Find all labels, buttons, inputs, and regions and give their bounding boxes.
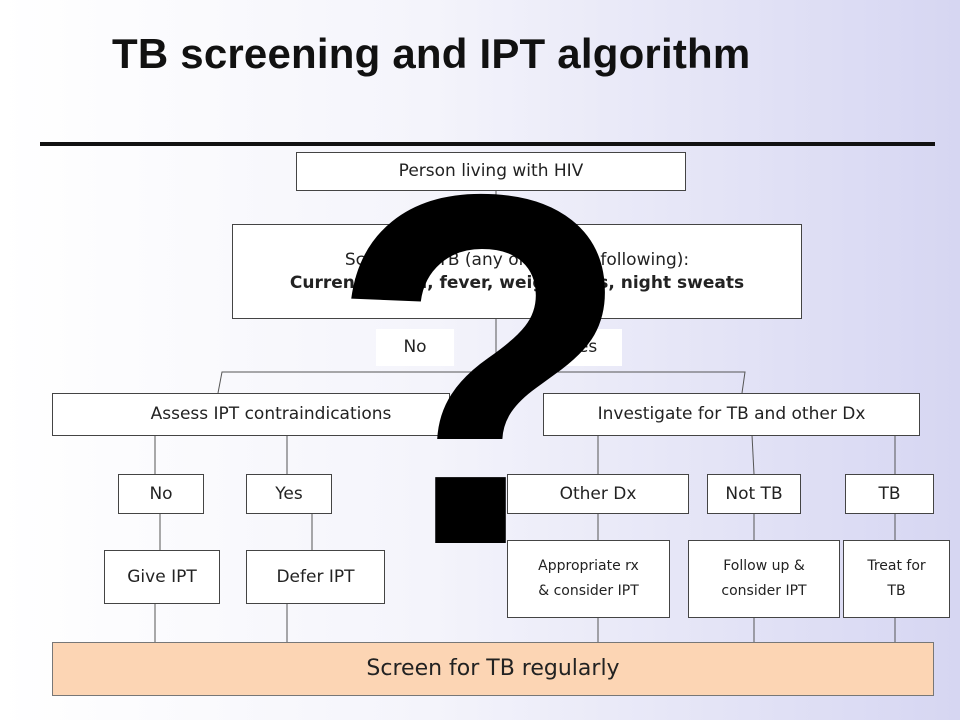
node-person-living-with-hiv: Person living with HIV (296, 152, 686, 191)
title-divider (40, 142, 935, 146)
node-label-line2: & consider IPT (538, 583, 639, 599)
node-label: Other Dx (559, 483, 637, 504)
node-label-line2: consider IPT (721, 583, 807, 599)
node-other-dx: Other Dx (507, 474, 689, 514)
node-appropriate-rx: Appropriate rx & consider IPT (507, 540, 670, 618)
branch-label-text: Yes (569, 337, 598, 358)
node-defer-ipt: Defer IPT (246, 550, 385, 604)
node-screen-for-tb-regularly: Screen for TB regularly (52, 642, 934, 696)
node-label-line1: Screen for TB (any one of the following)… (344, 249, 690, 270)
node-label-line1: Appropriate rx (538, 557, 639, 574)
branch-label-text: No (403, 337, 427, 358)
node-label: Defer IPT (276, 566, 355, 587)
page-title: TB screening and IPT algorithm (112, 30, 751, 77)
node-assess-ipt-contraindications: Assess IPT contraindications (52, 393, 450, 436)
node-label-line1: Treat for (867, 557, 926, 574)
node-label: Not TB (725, 483, 783, 504)
node-investigate-for-tb: Investigate for TB and other Dx (543, 393, 920, 436)
node-label: Assess IPT contraindications (150, 404, 392, 425)
node-label-line2: Current cough, fever, weight loss, night… (289, 272, 745, 293)
node-give-ipt: Give IPT (104, 550, 220, 604)
node-assess-no: No (118, 474, 204, 514)
node-not-tb: Not TB (707, 474, 801, 514)
node-label: Give IPT (127, 566, 197, 587)
node-label: Investigate for TB and other Dx (597, 404, 866, 425)
question-mark-overlay: ? (328, 90, 634, 649)
node-label: Person living with HIV (398, 161, 584, 182)
node-follow-up: Follow up & consider IPT (688, 540, 840, 618)
node-tb: TB (845, 474, 934, 514)
node-label: No (149, 483, 173, 504)
node-label: Screen for TB regularly (366, 656, 620, 682)
node-assess-yes: Yes (246, 474, 332, 514)
node-label-line1: Follow up & (723, 557, 805, 574)
branch-label-yes: Yes (545, 329, 622, 366)
node-label-line2: TB (887, 583, 906, 599)
branch-label-no: No (376, 329, 454, 366)
node-label: TB (878, 483, 901, 504)
node-screen-for-tb: Screen for TB (any one of the following)… (232, 224, 802, 319)
node-treat-for-tb: Treat for TB (843, 540, 950, 618)
node-label: Yes (275, 483, 303, 504)
